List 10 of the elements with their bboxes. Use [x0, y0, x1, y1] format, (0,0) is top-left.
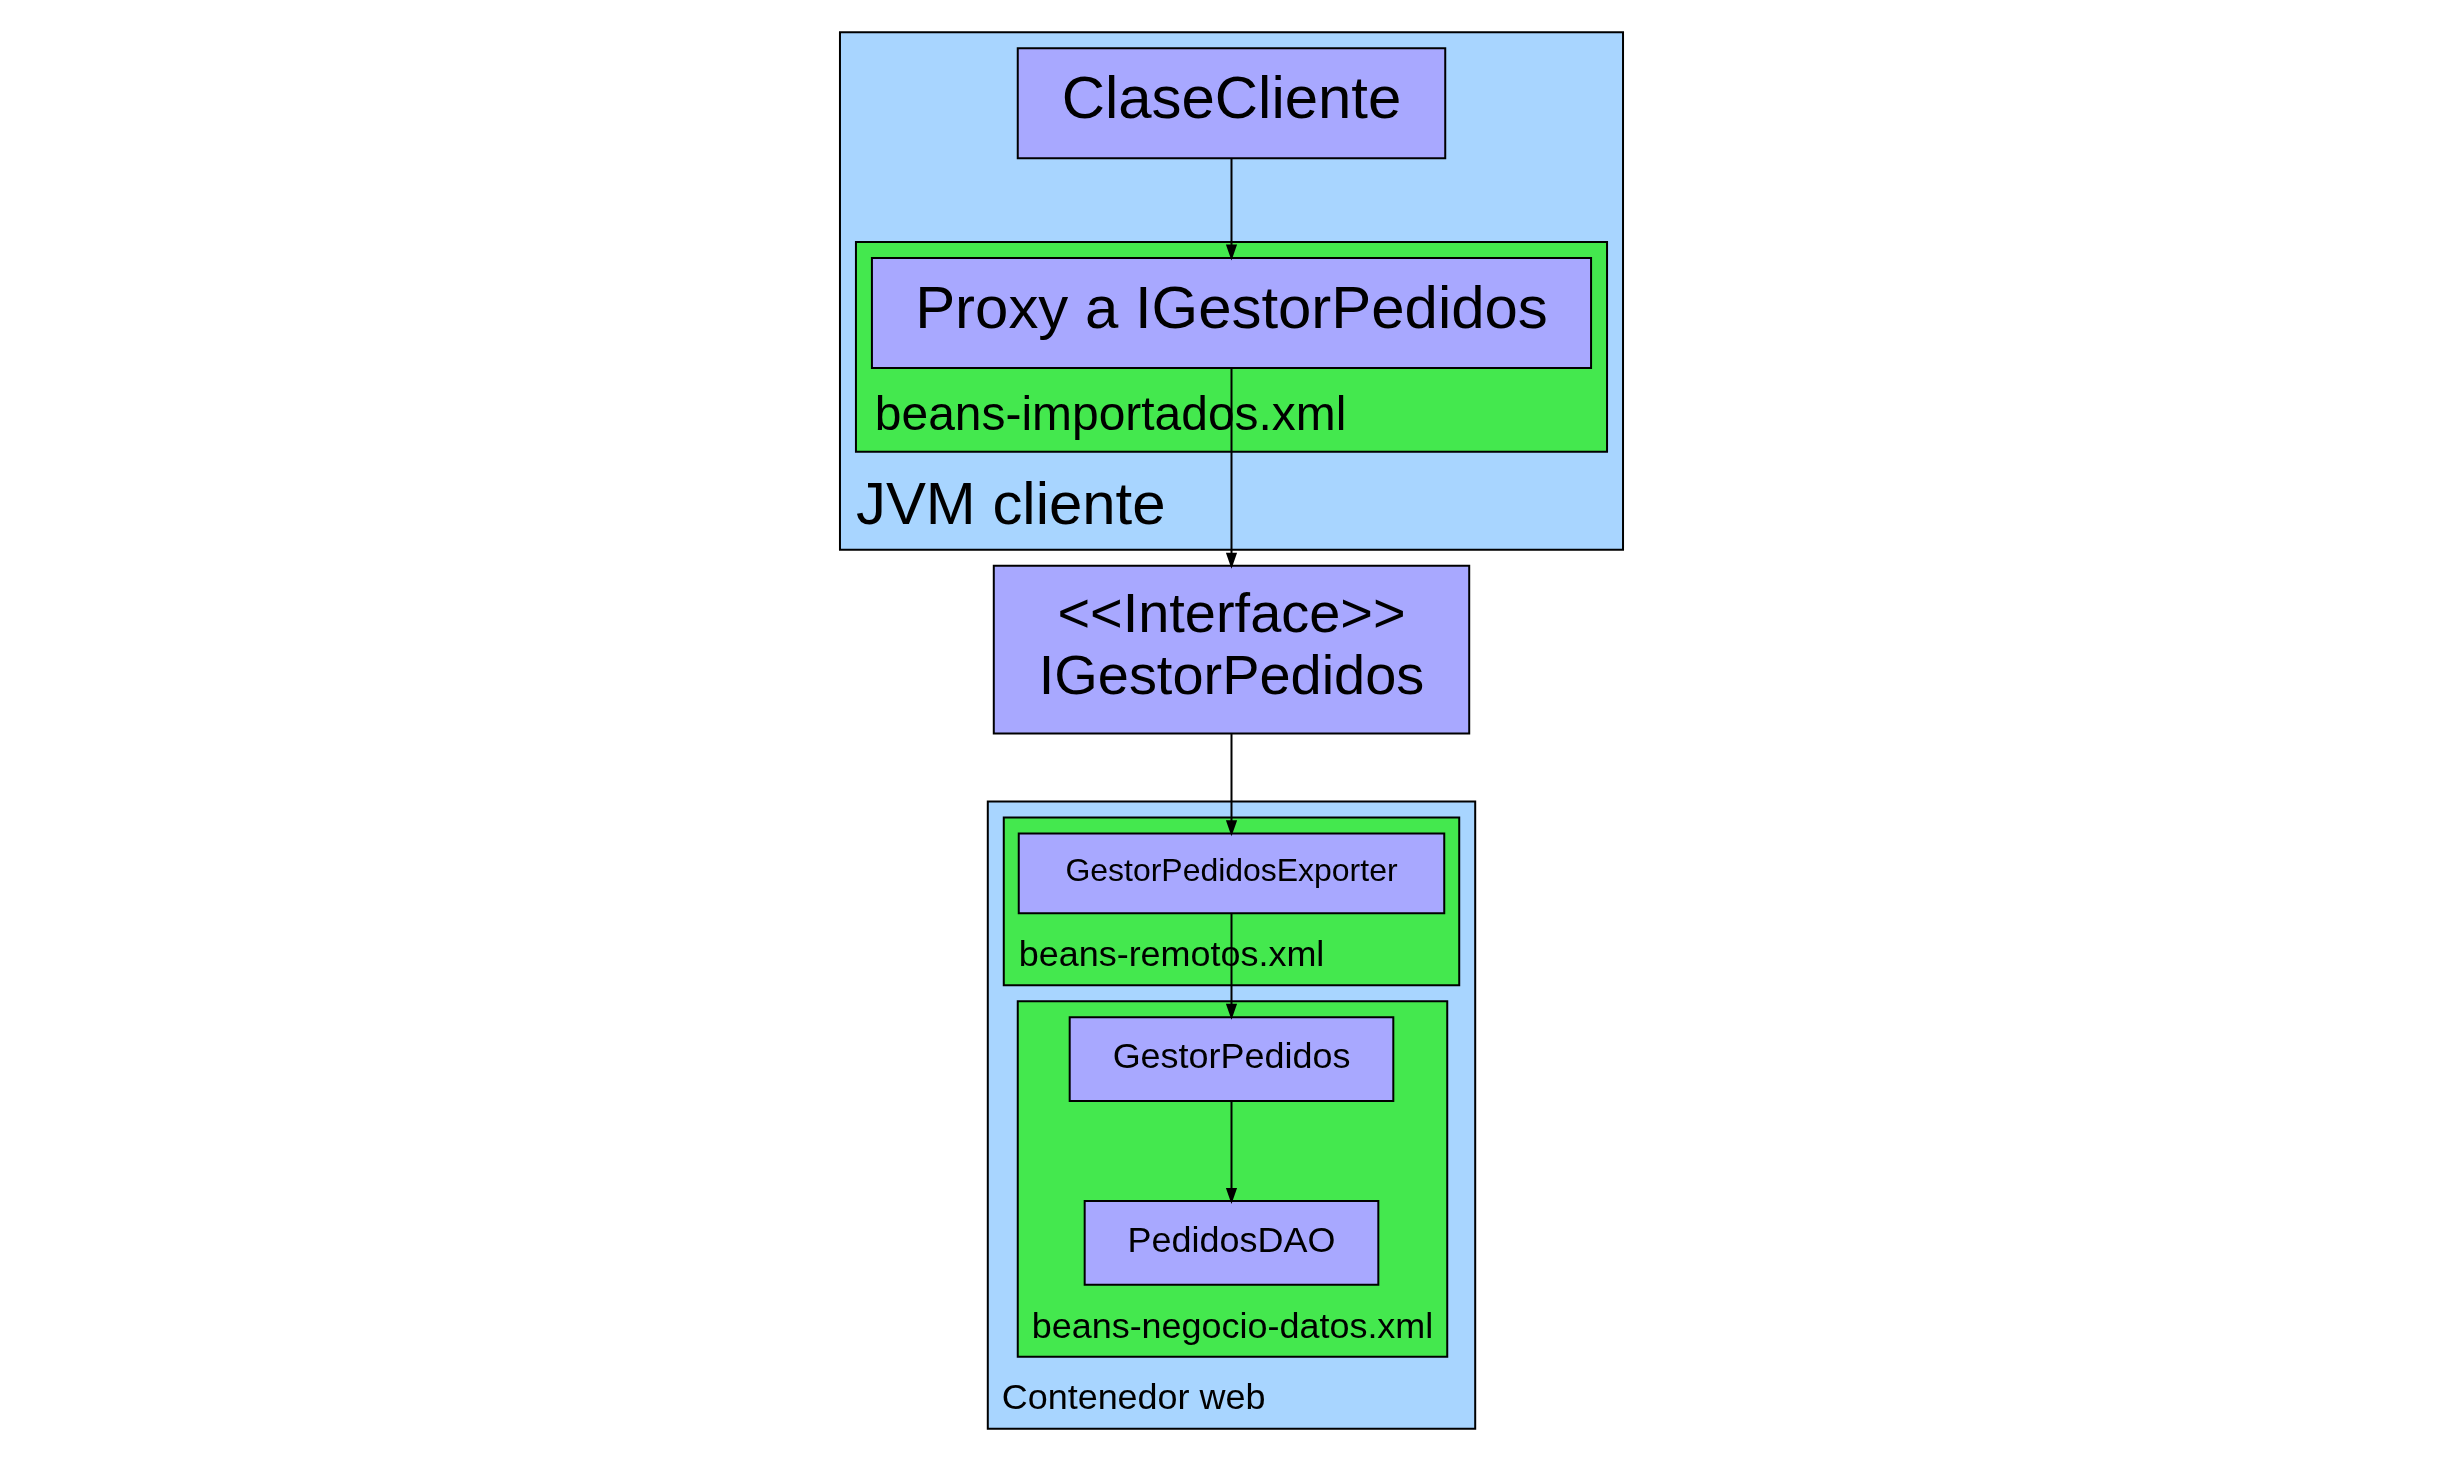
node-box: GestorPedidosExporter — [1017, 832, 1445, 915]
arrow — [1225, 733, 1237, 837]
node-box: Proxy a IGestorPedidos — [870, 257, 1592, 369]
node-box: PedidosDAO — [1083, 1199, 1379, 1286]
node-box: ClaseCliente — [1016, 47, 1446, 160]
node-box: <<Interface>> IGestorPedidos — [992, 564, 1470, 735]
arrow — [1225, 367, 1237, 569]
node-box: GestorPedidos — [1068, 1016, 1394, 1103]
arrow — [1225, 1100, 1237, 1204]
arrow — [1225, 157, 1237, 261]
